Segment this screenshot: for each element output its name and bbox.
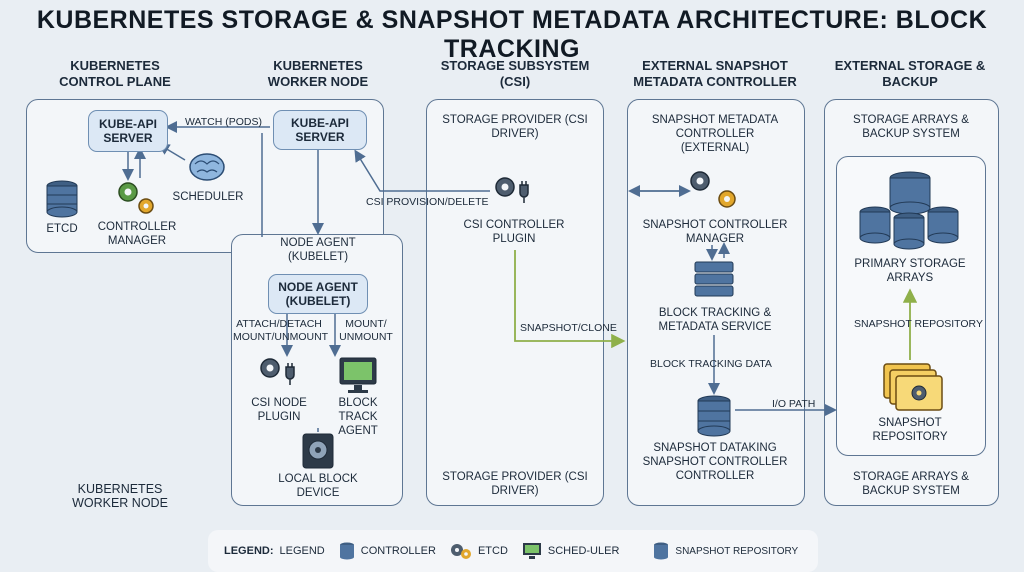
column-header-backup: EXTERNAL STORAGE & BACKUP — [834, 58, 986, 89]
csi-controller-gear-icon — [495, 177, 529, 203]
column-header-worker-node: KUBERNETES WORKER NODE — [267, 58, 369, 89]
scheduler-brain-icon — [189, 153, 225, 181]
block-tracking-service-label: BLOCK TRACKING & METADATA SERVICE — [658, 307, 772, 333]
mount-unmount-label: MOUNT/ UNMOUNT — [339, 318, 393, 343]
column-header-control-plane: KUBERNETES CONTROL PLANE — [59, 58, 171, 89]
snapshot-repository-icon — [883, 363, 943, 411]
storage-provider-top: STORAGE PROVIDER (CSI DRIVER) — [442, 114, 588, 140]
storage-provider-bottom: STORAGE PROVIDER (CSI DRIVER) — [442, 471, 588, 497]
controller-manager-label: CONTROLLER MANAGER — [97, 221, 177, 247]
block-tracking-server-icon — [694, 261, 734, 297]
primary-storage-arrays-label: PRIMARY STORAGE ARRAYS — [854, 258, 966, 284]
column-header-snapshot: EXTERNAL SNAPSHOT METADATA CONTROLLER — [633, 58, 797, 89]
node-agent-header: NODE AGENT (KUBELET) — [280, 237, 356, 263]
snapshot-datakinq-label: SNAPSHOT DATAKING SNAPSHOT CONTROLLER CO… — [642, 442, 788, 482]
scheduler-label: SCHEDULER — [172, 191, 244, 203]
snapshot-box — [627, 99, 805, 506]
snapshot-repository-arrow-label: SNAPSHOT REPOSITORY — [854, 318, 983, 330]
csi-provision-label: CSI PROVISION/DELETE — [366, 196, 489, 208]
page-title: KUBERNETES STORAGE & SNAPSHOT METADATA A… — [36, 6, 988, 63]
local-block-device-label: LOCAL BLOCK DEVICE — [278, 473, 358, 499]
snapshot-metadata-controller-header: SNAPSHOT METADATA CONTROLLER (EXTERNAL) — [651, 114, 779, 154]
etcd-database-icon — [46, 180, 78, 218]
legend-controller: CONTROLLER — [360, 545, 436, 557]
attach-detach-label: ATTACH/DETACH MOUNT/UNMOUNT — [233, 318, 329, 343]
control-plane-kube-api-server[interactable]: KUBE-API SERVER — [88, 110, 168, 152]
node-agent-kubelet[interactable]: NODE AGENT (KUBELET) — [268, 274, 368, 314]
column-header-storage: STORAGE SUBSYSTEM (CSI) — [440, 58, 590, 89]
legend-scheduler: SCHED-ULER — [547, 545, 620, 557]
csi-node-gear-icon — [260, 358, 295, 385]
worker-node-footer-label: KUBERNETES WORKER NODE — [72, 482, 168, 510]
storage-arrays-footer: STORAGE ARRAYS & BACKUP SYSTEM — [853, 471, 969, 497]
legend-repository-icon — [654, 542, 669, 560]
block-track-agent-label: BLOCK TRACK AGENT — [338, 397, 378, 437]
legend-title: LEGEND: — [224, 545, 274, 557]
block-track-monitor-icon — [339, 357, 377, 393]
legend: LEGEND: LEGEND CONTROLLER ETCD SCHED-ULE… — [208, 530, 818, 572]
legend-snapshot-repository: SNAPSHOT REPOSITORY — [675, 545, 799, 557]
worker-kube-api-server[interactable]: KUBE-API SERVER — [273, 110, 367, 150]
legend-database-icon — [339, 542, 354, 560]
storage-arrays-header: STORAGE ARRAYS & BACKUP SYSTEM — [853, 114, 969, 140]
local-block-device-icon — [302, 433, 334, 469]
etcd-label: ETCD — [46, 223, 78, 235]
io-path-label: I/O PATH — [772, 398, 816, 410]
controller-manager-gears-icon — [118, 182, 154, 214]
snapshot-data-database-icon — [697, 395, 731, 437]
csi-controller-plugin-label: CSI CONTROLLER PLUGIN — [463, 219, 565, 245]
snapshot-repository-label: SNAPSHOT REPOSITORY — [872, 417, 948, 443]
snapshot-clone-label: SNAPSHOT/CLONE — [520, 322, 617, 334]
legend-gears-icon — [450, 544, 471, 559]
block-tracking-data-label: BLOCK TRACKING DATA — [650, 358, 772, 370]
primary-storage-arrays-icon — [859, 171, 959, 250]
legend-monitor-icon — [522, 543, 541, 559]
snapshot-controller-manager-label: SNAPSHOT CONTROLLER MANAGER — [642, 219, 788, 245]
watch-pods-label: WATCH (PODS) — [185, 116, 262, 128]
legend-etcd: ETCD — [477, 545, 508, 557]
snapshot-manager-gears-icon — [690, 171, 736, 208]
csi-node-plugin-label: CSI NODE PLUGIN — [251, 397, 307, 423]
legend-label: LEGEND — [279, 545, 325, 557]
